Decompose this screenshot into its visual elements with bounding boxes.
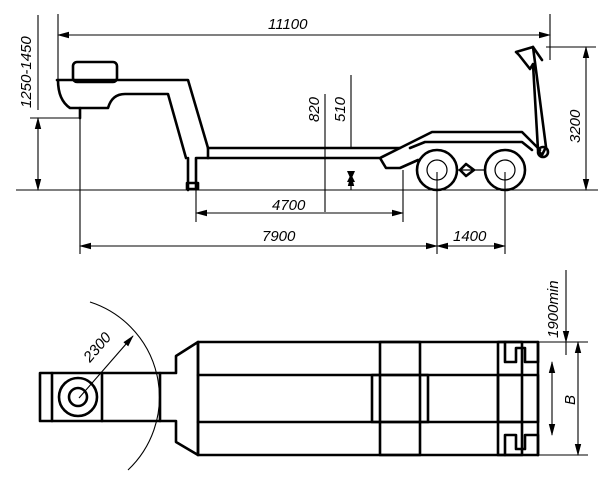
dimension-deck-heights: 820 510	[306, 75, 355, 212]
ramp-height-label: 3200	[567, 109, 584, 143]
kingpin-cap	[71, 60, 119, 84]
kingpin-plate	[57, 376, 99, 418]
deck-bottom	[206, 146, 420, 170]
overall-length-label: 11100	[268, 16, 308, 33]
rear-frame	[408, 140, 534, 152]
well-length-label: 4700	[272, 197, 306, 214]
side-view: 11100 1250-1450 820 510 3200 4700	[16, 14, 598, 254]
kingpin-height-label: 1250-1450	[18, 36, 35, 108]
dimension-kingpin-height: 1250-1450	[18, 15, 80, 191]
dimension-kingpin-to-axle: 7900	[79, 118, 438, 254]
low-bed-frame	[206, 130, 542, 170]
dimension-width: 1900min B	[538, 270, 588, 456]
kingpin-to-axle-label: 7900	[262, 228, 296, 245]
deck-top	[206, 130, 542, 152]
gooseneck	[55, 60, 210, 192]
gooseneck-top	[38, 340, 200, 457]
top-view: 2300	[38, 270, 588, 471]
ramp-outline	[514, 45, 548, 157]
ramp-hinge	[536, 145, 550, 159]
axle-spread-label: 1400	[453, 228, 487, 245]
kingpin-center	[67, 386, 89, 408]
gooseneck-outline	[55, 78, 210, 190]
dimension-well-length: 4700	[195, 170, 404, 222]
dimension-axle-spread: 1400	[436, 172, 506, 254]
turning-radius-label: 2300	[80, 329, 116, 367]
deck-height-rear-label: 510	[332, 96, 349, 122]
rear-ramp	[514, 45, 550, 159]
landing-gear-foot	[185, 181, 200, 191]
deck-height-front-label: 820	[306, 96, 323, 122]
dimension-overall-length: 11100	[57, 14, 551, 80]
width-symbol-label: B	[562, 395, 579, 405]
min-width-label: 1900min	[545, 280, 562, 338]
axle-block	[378, 340, 422, 457]
dimension-ramp-height: 3200	[546, 46, 596, 191]
turning-radius-line	[78, 335, 134, 399]
wheels	[415, 148, 527, 192]
turning-radius-arc	[89, 301, 160, 471]
deck-top-view	[196, 340, 540, 457]
